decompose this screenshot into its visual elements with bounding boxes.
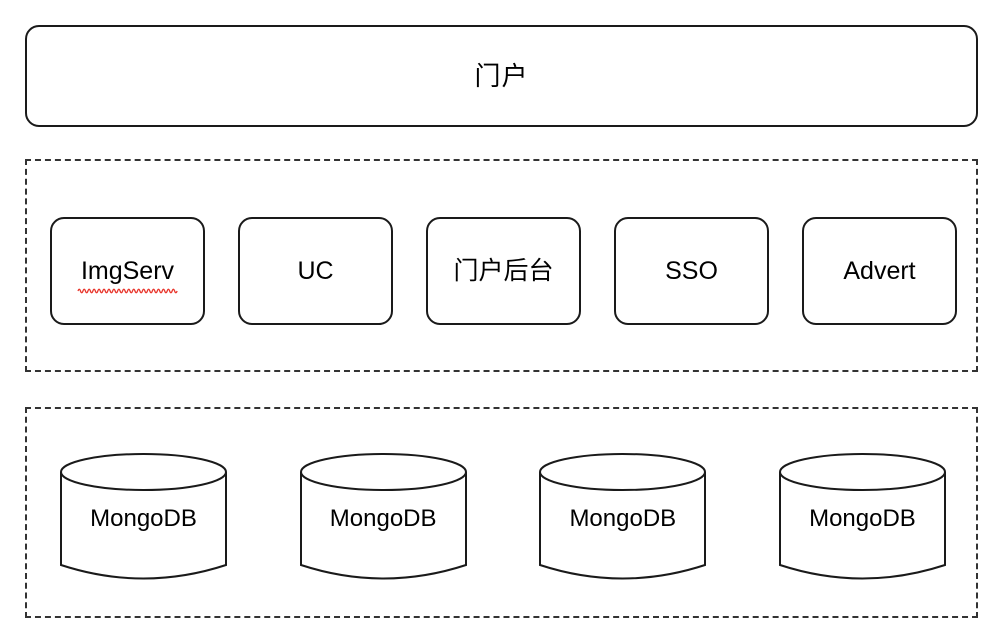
database-cylinder-3[interactable]: MongoDB: [538, 452, 707, 585]
database-layer-group: MongoDB MongoDB MongoDB: [25, 407, 978, 618]
portal-box[interactable]: 门户: [25, 25, 978, 127]
service-box-uc-label: UC: [297, 256, 334, 285]
service-box-advert-label: Advert: [843, 256, 916, 285]
database-cylinder-icon: [539, 453, 707, 580]
service-box-advert[interactable]: Advert: [802, 217, 957, 325]
service-box-imgserv[interactable]: ImgServ: [50, 217, 205, 325]
service-box-sso[interactable]: SSO: [614, 217, 769, 325]
database-cylinder-4[interactable]: MongoDB: [778, 452, 947, 585]
database-cylinder-icon: [299, 453, 467, 580]
database-cylinder-2[interactable]: MongoDB: [299, 452, 468, 585]
service-box-portal-backend[interactable]: 门户后台: [426, 217, 581, 325]
service-layer-group: ImgServ UC 门户后台 SSO Advert: [25, 159, 978, 372]
database-cylinder-icon: [778, 453, 946, 580]
spellcheck-squiggle-icon: [78, 286, 177, 293]
service-box-imgserv-label: ImgServ: [81, 258, 174, 284]
database-cylinder-icon: [60, 453, 227, 580]
service-box-sso-label: SSO: [665, 256, 718, 285]
portal-box-label: 门户: [474, 61, 529, 91]
service-box-row: ImgServ UC 门户后台 SSO Advert: [50, 217, 957, 325]
database-cylinder-1[interactable]: MongoDB: [59, 452, 228, 585]
service-box-uc[interactable]: UC: [238, 217, 393, 325]
service-box-portal-backend-label: 门户后台: [453, 256, 554, 285]
database-cylinder-row: MongoDB MongoDB MongoDB: [59, 452, 947, 585]
